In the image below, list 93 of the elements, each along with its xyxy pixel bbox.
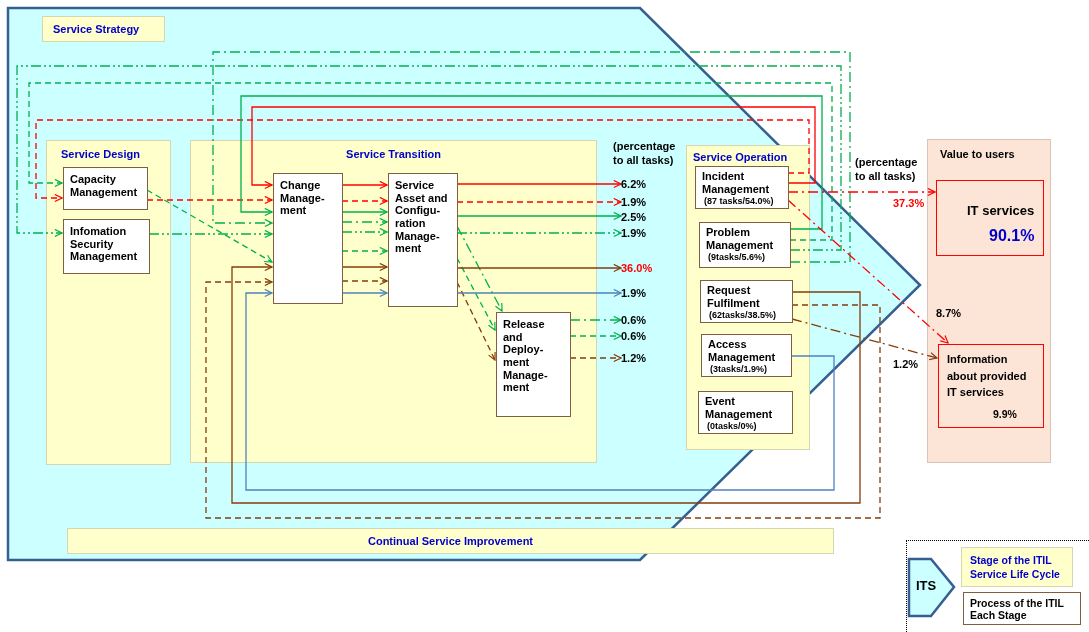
percentage-value: 36.0% bbox=[621, 261, 663, 275]
arrow bbox=[205, 277, 881, 519]
arrow bbox=[456, 281, 496, 361]
process-box bbox=[273, 173, 343, 304]
arrow bbox=[341, 207, 388, 217]
arrow bbox=[240, 95, 823, 230]
arrow bbox=[148, 229, 273, 239]
process-box bbox=[701, 334, 792, 377]
percentage-value: 1.9% bbox=[621, 195, 663, 209]
arrow bbox=[456, 179, 622, 189]
column-note: (percentage to all tasks) bbox=[613, 140, 677, 168]
task-count: (0tasks/0%) bbox=[706, 420, 758, 433]
arrow bbox=[341, 227, 388, 237]
percentage-value: 9.9% bbox=[993, 408, 1017, 420]
arrow bbox=[341, 217, 388, 227]
process-name: Access Management bbox=[708, 338, 777, 364]
arrow bbox=[28, 82, 833, 241]
process-box bbox=[496, 312, 571, 417]
task-count: (62tasks/38.5%) bbox=[708, 309, 778, 322]
edge-label: 8.7% bbox=[936, 307, 962, 319]
process-box bbox=[700, 280, 793, 323]
task-count: (9tasks/5.6%) bbox=[707, 251, 767, 264]
process-name: Release and Deploy-ment Manage-ment bbox=[503, 318, 549, 394]
output-box bbox=[936, 180, 1044, 256]
arrow bbox=[212, 51, 851, 263]
percentage-value: 2.5% bbox=[621, 210, 663, 224]
arrow bbox=[569, 315, 622, 325]
arrow bbox=[456, 228, 622, 238]
stage-title: Service Strategy bbox=[42, 16, 165, 42]
task-count: (87 tasks/54.0%) bbox=[703, 195, 775, 208]
arrow bbox=[35, 119, 810, 203]
process-box bbox=[698, 391, 793, 434]
arrow bbox=[456, 211, 622, 221]
arrow bbox=[787, 199, 949, 344]
task-count: (3tasks/1.9%) bbox=[709, 363, 769, 376]
arrow bbox=[341, 196, 388, 206]
process-name: Change Manage-ment bbox=[280, 179, 326, 217]
process-box bbox=[699, 222, 791, 268]
arrow bbox=[456, 257, 496, 331]
stage-panel bbox=[46, 140, 171, 465]
percentage-value: 90.1% bbox=[989, 227, 1035, 245]
column-note: (percentage to all tasks) bbox=[855, 156, 919, 184]
arrow bbox=[456, 197, 622, 207]
arrow bbox=[231, 262, 861, 504]
process-box bbox=[388, 173, 458, 307]
process-name: Capacity Management bbox=[70, 173, 139, 199]
value-panel bbox=[927, 139, 1051, 463]
process-box bbox=[63, 219, 150, 274]
output-name: IT services bbox=[967, 203, 1035, 218]
percentage-value: 1.2% bbox=[621, 351, 663, 365]
process-name: Infomation Security Management bbox=[70, 225, 139, 263]
arrow bbox=[569, 331, 622, 341]
percentage-value: 1.9% bbox=[621, 226, 663, 240]
edge-label: 37.3% bbox=[893, 197, 925, 209]
arrow bbox=[456, 225, 503, 312]
arrow bbox=[245, 288, 835, 491]
process-name: Incident Management bbox=[702, 170, 771, 196]
panel-title: Value to users bbox=[940, 148, 1015, 160]
percentage-value: 1.9% bbox=[621, 286, 663, 300]
arrow bbox=[16, 65, 842, 251]
arrow bbox=[341, 288, 388, 298]
output-name: Information about provided IT services bbox=[947, 352, 1028, 400]
arrow bbox=[456, 288, 622, 298]
process-name: Problem Management bbox=[706, 226, 775, 252]
process-box bbox=[63, 167, 148, 210]
stage-panel bbox=[190, 140, 597, 463]
edge-label: 1.2% bbox=[893, 358, 919, 370]
percentage-value: 6.2% bbox=[621, 177, 663, 191]
percentage-value: 0.6% bbox=[621, 313, 663, 327]
arrow bbox=[791, 318, 938, 361]
arrow bbox=[341, 262, 388, 272]
arrow bbox=[146, 195, 273, 205]
arrow bbox=[341, 246, 388, 256]
stage-title: Service Transition bbox=[345, 148, 442, 160]
arrow bbox=[456, 263, 622, 273]
legend-entry: Process of the ITIL Each Stage bbox=[963, 592, 1081, 625]
arrow bbox=[569, 353, 622, 363]
stage-code: ITS bbox=[916, 578, 937, 593]
process-name: Request Fulfilment bbox=[707, 284, 761, 310]
output-box bbox=[938, 344, 1044, 428]
process-name: Service Asset and Configu-ration Manage-ment bbox=[395, 179, 449, 255]
process-name: Event Management bbox=[705, 395, 774, 421]
stage-title: Service Operation bbox=[693, 151, 788, 163]
stage-title: Continual Service Improvement bbox=[366, 535, 534, 547]
arrow bbox=[251, 106, 816, 190]
process-box bbox=[695, 166, 789, 209]
arrow bbox=[787, 187, 936, 197]
legend-entry: Stage of the ITIL Service Life Cycle bbox=[961, 547, 1073, 587]
stage-title: Service Design bbox=[61, 148, 140, 160]
arrow bbox=[341, 276, 388, 286]
arrow bbox=[146, 189, 273, 263]
arrow bbox=[341, 180, 388, 190]
percentage-value: 0.6% bbox=[621, 329, 663, 343]
